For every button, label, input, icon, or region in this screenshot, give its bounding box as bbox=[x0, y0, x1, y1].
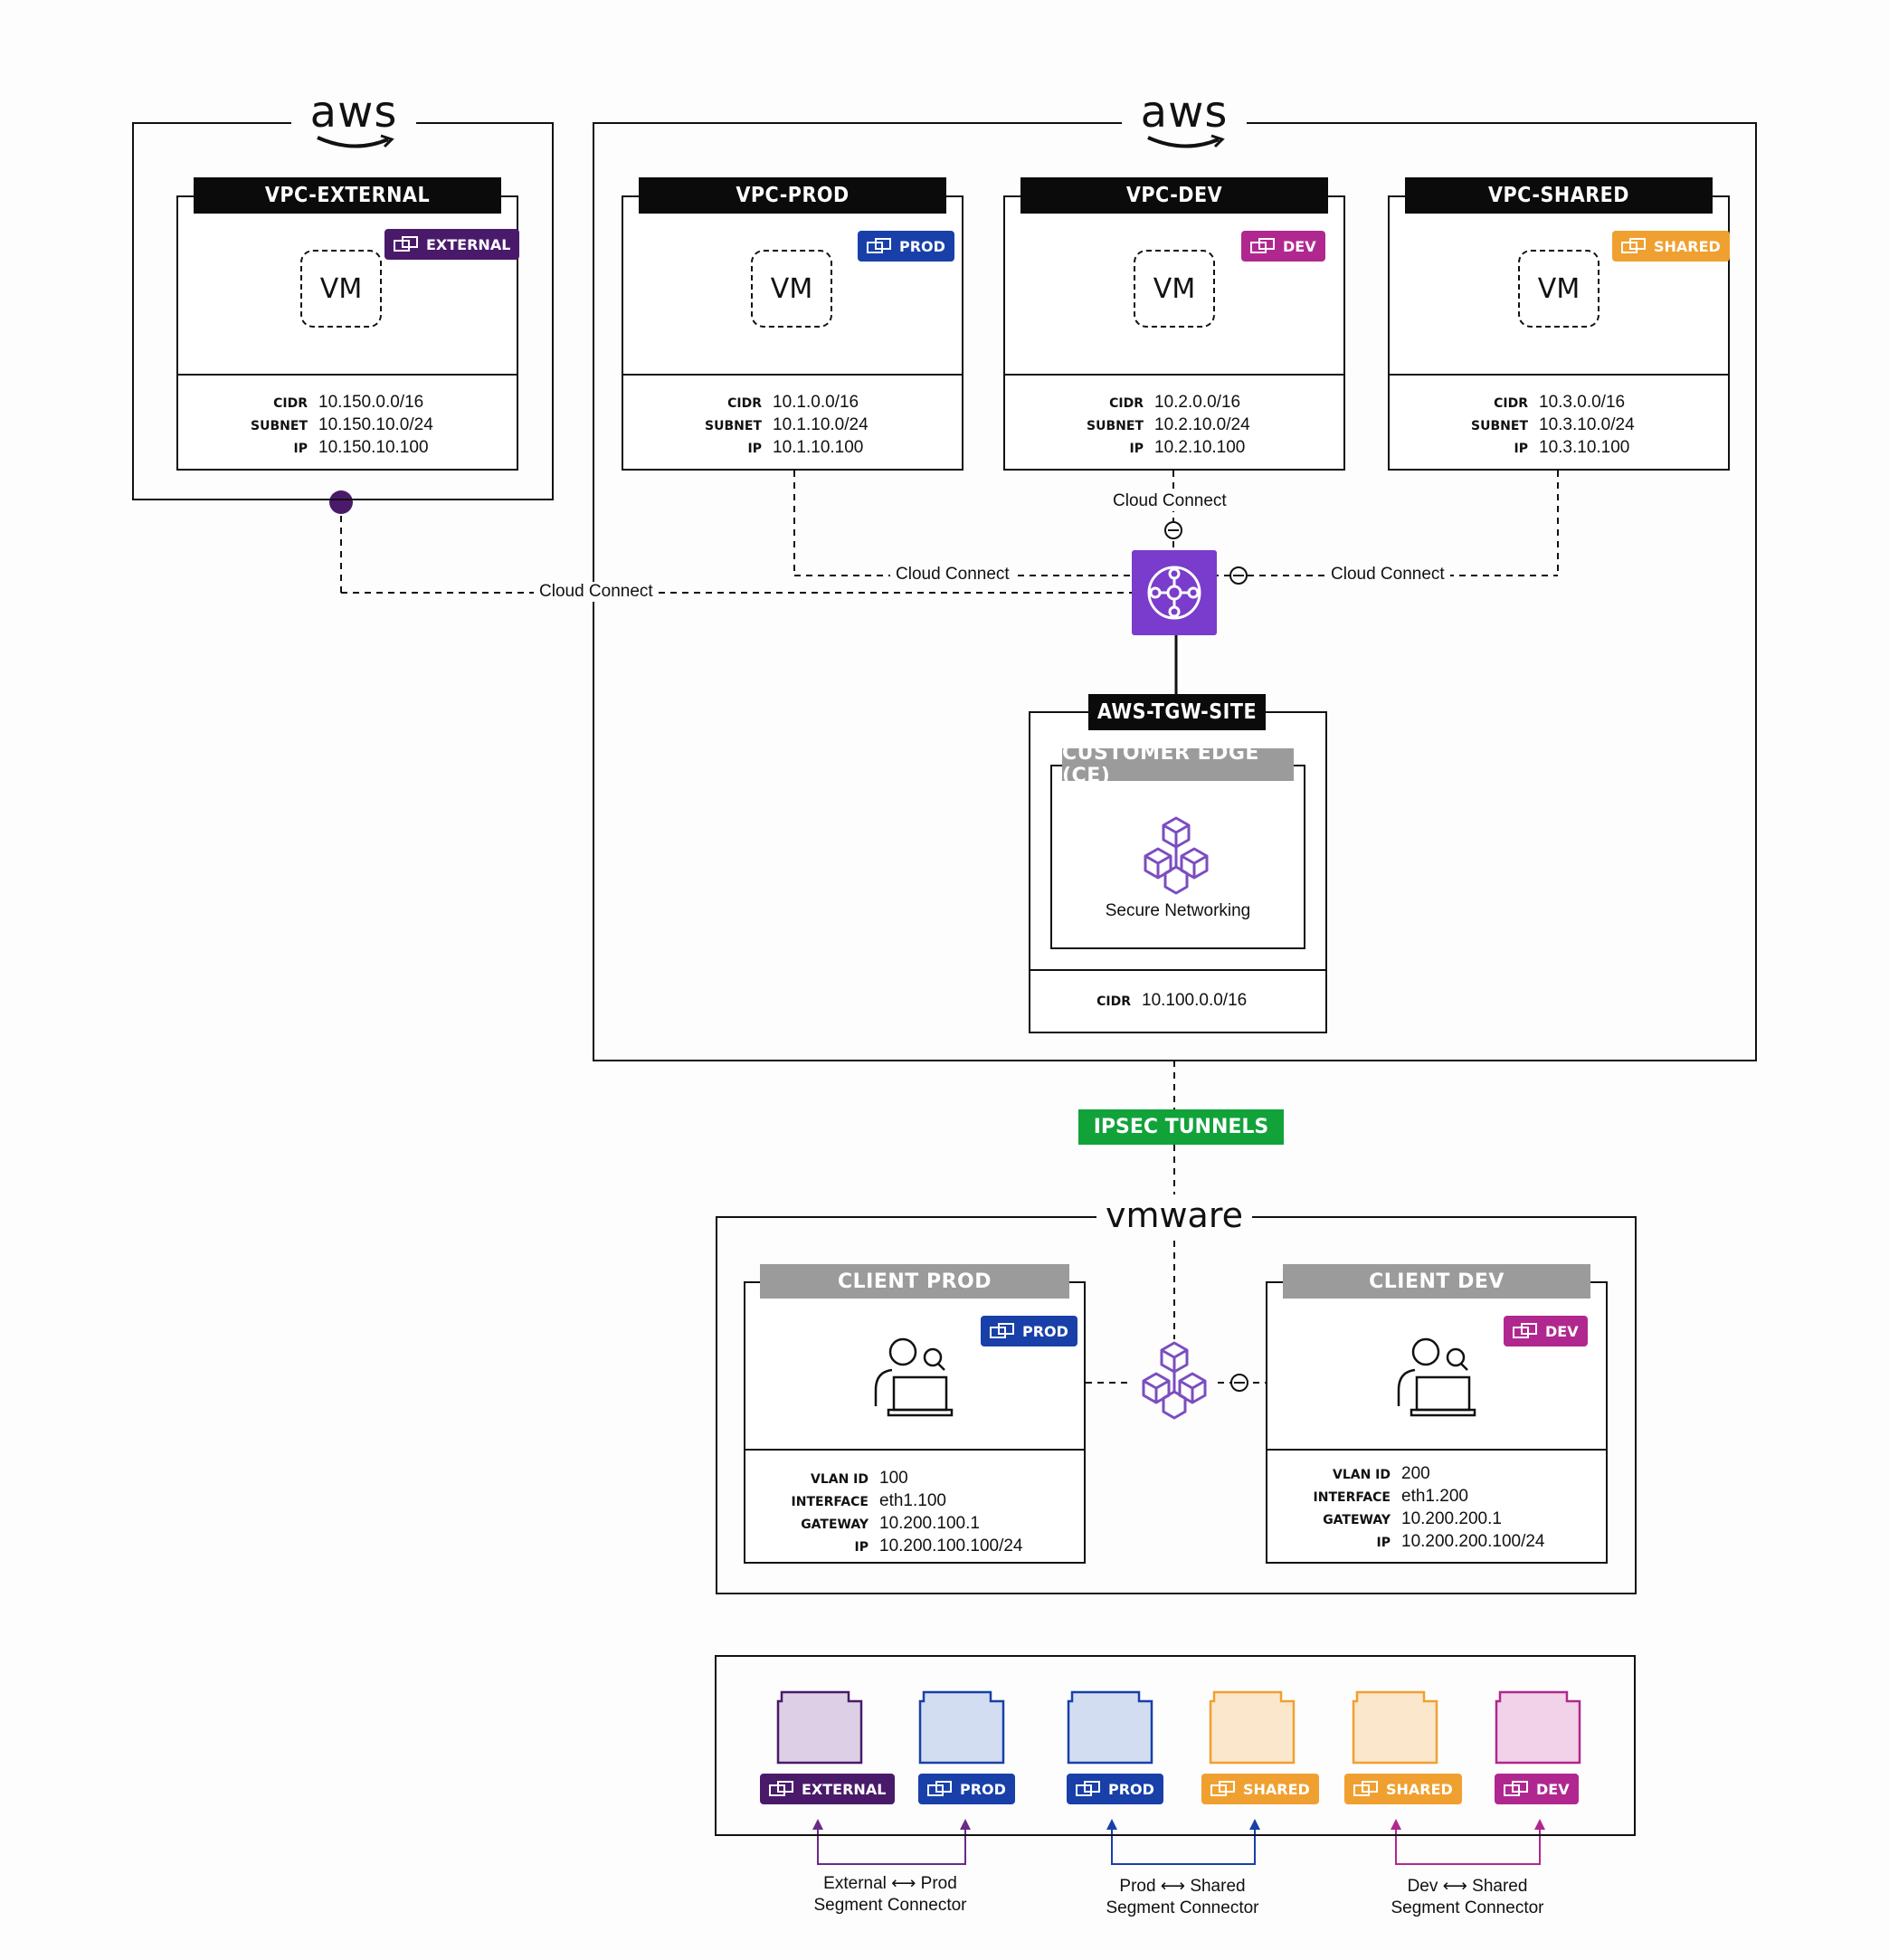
transit-gateway-icon bbox=[1132, 550, 1217, 635]
vm-shared: VM bbox=[1518, 250, 1599, 328]
segment-folder-dev bbox=[1495, 1689, 1581, 1765]
ce-segment-icon bbox=[1131, 1337, 1218, 1424]
segment-icon bbox=[1504, 1781, 1528, 1796]
segment-folder-shared bbox=[1352, 1689, 1438, 1765]
segment-folder-prod bbox=[1067, 1689, 1153, 1765]
secure-networking-label: Secure Networking bbox=[1105, 901, 1251, 920]
external-badge: EXTERNAL bbox=[384, 229, 520, 260]
segment-badge-prod: PROD bbox=[918, 1774, 1015, 1804]
vpc-shared-title: VPC-SHARED bbox=[1405, 177, 1713, 214]
client-prod-badge: PROD bbox=[981, 1316, 1077, 1346]
customer-edge-box bbox=[1050, 765, 1305, 949]
cloud-connect-external-label: Cloud Connect bbox=[534, 582, 659, 602]
vpc-external-title: VPC-EXTERNAL bbox=[194, 177, 501, 214]
client-dev-badge: DEV bbox=[1504, 1316, 1588, 1346]
dev-badge: DEV bbox=[1241, 231, 1325, 262]
customer-edge-title: CUSTOMER EDGE (CE) bbox=[1062, 742, 1294, 787]
shared-badge: SHARED bbox=[1612, 231, 1730, 262]
segment-icon bbox=[769, 1781, 793, 1796]
segment-icon bbox=[394, 236, 418, 252]
segment-folder-shared bbox=[1209, 1689, 1296, 1765]
vpc-prod-title: VPC-PROD bbox=[639, 177, 946, 214]
segment-icon bbox=[1076, 1781, 1100, 1796]
segment-icon bbox=[1513, 1323, 1537, 1338]
segment-icon bbox=[1250, 238, 1275, 253]
segment-badge-dev: DEV bbox=[1495, 1774, 1579, 1804]
prod-badge: PROD bbox=[858, 231, 954, 262]
cloud-connect-dev-label: Cloud Connect bbox=[1107, 491, 1232, 511]
vm-dev: VM bbox=[1134, 250, 1215, 328]
vm-prod: VM bbox=[751, 250, 832, 328]
segment-badge-shared: SHARED bbox=[1201, 1774, 1319, 1804]
segment-icon bbox=[867, 238, 891, 253]
segment-icon bbox=[1353, 1781, 1378, 1796]
vpc-dev-title: VPC-DEV bbox=[1020, 177, 1328, 214]
client-dev-title: CLIENT DEV bbox=[1283, 1264, 1590, 1299]
segment-icon bbox=[990, 1323, 1014, 1338]
segment-folder-external bbox=[776, 1689, 863, 1765]
cloud-connect-shared-label: Cloud Connect bbox=[1325, 565, 1450, 585]
client-prod-title: CLIENT PROD bbox=[760, 1264, 1069, 1299]
segment-icon bbox=[927, 1781, 952, 1796]
secure-networking-icon bbox=[1133, 813, 1220, 899]
segment-icon bbox=[1621, 238, 1646, 253]
segment-badge-prod: PROD bbox=[1067, 1774, 1163, 1804]
vmware-logo: vmware bbox=[1096, 1194, 1252, 1236]
cloud-connect-prod-label: Cloud Connect bbox=[890, 565, 1015, 585]
vm-external: VM bbox=[300, 250, 382, 328]
segment-icon bbox=[1210, 1781, 1235, 1796]
segment-folder-prod bbox=[918, 1689, 1005, 1765]
segments-legend bbox=[715, 1655, 1636, 1836]
segment-badge-shared: SHARED bbox=[1344, 1774, 1462, 1804]
segment-badge-external: EXTERNAL bbox=[760, 1774, 896, 1804]
ipsec-tunnels-label: IPSEC TUNNELS bbox=[1078, 1109, 1284, 1145]
aws-logo-main: aws bbox=[1122, 90, 1247, 157]
user-laptop-icon bbox=[1393, 1330, 1484, 1421]
tgw-site-title: AWS-TGW-SITE bbox=[1088, 694, 1266, 730]
aws-logo-left: aws bbox=[291, 90, 416, 157]
external-attachment-dot bbox=[329, 490, 353, 514]
user-laptop-icon bbox=[870, 1330, 961, 1421]
